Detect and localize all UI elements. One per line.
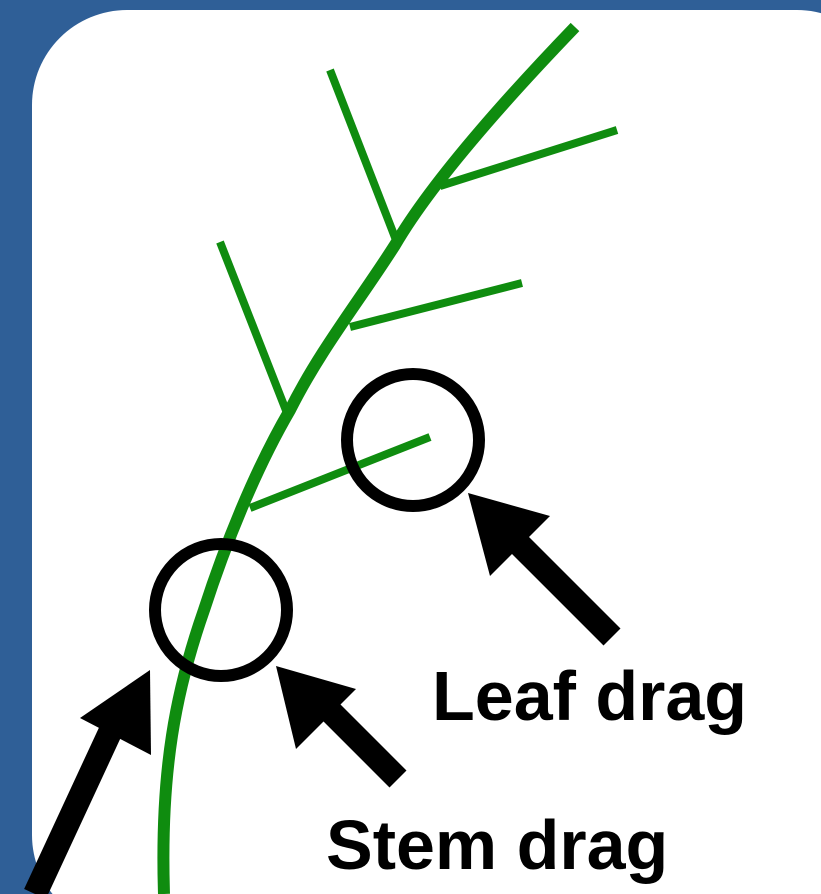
stem-drag-label: Stem drag [326, 806, 668, 884]
leaf-drag-label: Leaf drag [432, 657, 747, 735]
white-panel [32, 10, 821, 894]
